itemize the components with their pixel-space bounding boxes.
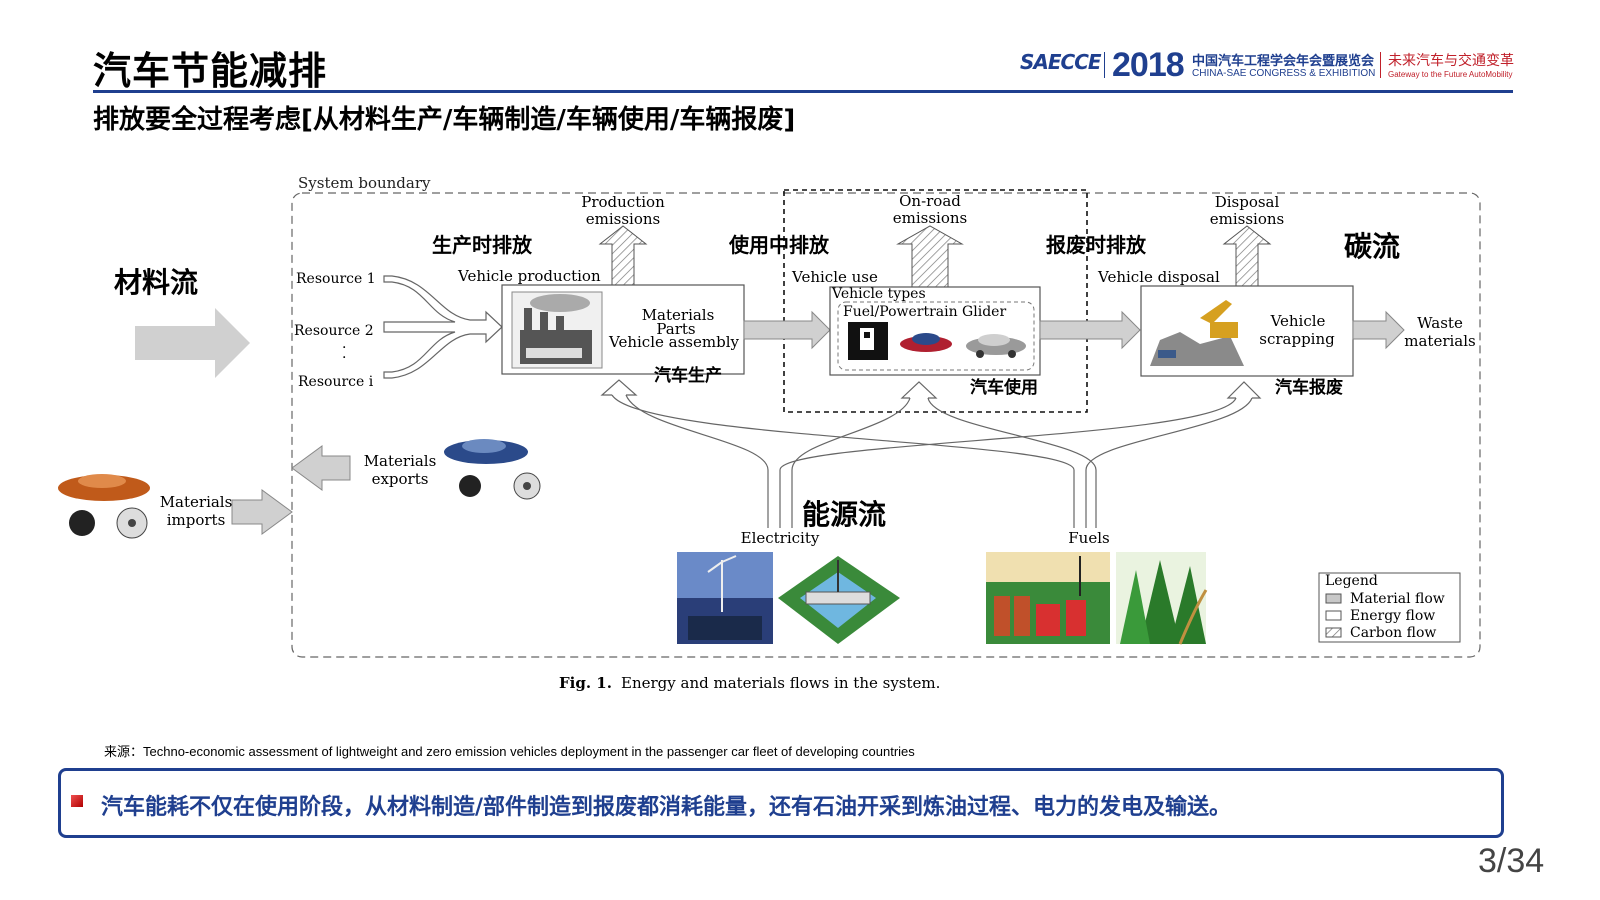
legend-swatch-energy bbox=[1325, 610, 1342, 621]
disposal-emissions-label: Disposal bbox=[1215, 193, 1280, 211]
hydro-power-grid-image bbox=[778, 556, 900, 644]
car-silver-icon bbox=[966, 334, 1026, 358]
fuels-label: Fuels bbox=[1068, 529, 1109, 547]
slide-title: 汽车节能减排 bbox=[93, 49, 328, 93]
summary-callout: 汽车能耗不仅在使用阶段，从材料制造/部件制造到报废都消耗能量，还有石油开采到炼油… bbox=[58, 768, 1504, 838]
bullet-icon bbox=[71, 795, 83, 807]
energy-material-flow-diagram: System boundary Production emissions On-… bbox=[58, 174, 1481, 692]
disposal-line-scrapping: scrapping bbox=[1259, 330, 1335, 348]
logo-separator bbox=[1380, 52, 1381, 78]
logo-name-cn: 中国汽车工程学会年会暨展览会 bbox=[1192, 54, 1375, 69]
vehicle-types-row: Fuel/Powertrain Glider bbox=[843, 304, 1006, 320]
logo-tagline-en: Gateway to the Future AutoMobility bbox=[1388, 70, 1513, 79]
imports-car-wheels-icon bbox=[58, 474, 150, 539]
legend-material-flow: Material flow bbox=[1350, 591, 1445, 607]
vehicle-use-highlight bbox=[783, 189, 1088, 413]
disposal-emission-cn-label: 报废时排放 bbox=[1046, 233, 1147, 257]
use-emission-cn-label: 使用中排放 bbox=[728, 233, 830, 257]
materials-exports-arrow bbox=[291, 445, 351, 491]
production-line-parts: Parts bbox=[656, 320, 695, 338]
scrap-excavator-icon bbox=[1150, 300, 1244, 366]
car-disposal-cn-label: 汽车报废 bbox=[1275, 377, 1343, 398]
title-divider bbox=[93, 90, 1513, 93]
system-boundary-label: System boundary bbox=[298, 174, 431, 192]
legend-box: Legend Material flow Energy flow Carbon … bbox=[1318, 572, 1461, 643]
onroad-emissions-label: On-road bbox=[899, 192, 961, 210]
disposal-line-vehicle: Vehicle bbox=[1270, 312, 1326, 330]
car-use-cn-label: 汽车使用 bbox=[970, 377, 1038, 398]
figure-caption: Energy and materials flows in the system… bbox=[621, 674, 940, 692]
material-flow-big-arrow bbox=[135, 308, 250, 378]
production-emissions-label-2: emissions bbox=[586, 210, 660, 228]
saecce-logo-mark: SAECCE bbox=[1020, 50, 1102, 74]
exports-car-wheels-icon bbox=[444, 439, 541, 500]
material-flow-cn-label: 材料流 bbox=[114, 266, 198, 299]
car-production-cn-label: 汽车生产 bbox=[654, 365, 722, 386]
onroad-emission-arrow bbox=[896, 225, 964, 291]
energy-flow-arrows bbox=[600, 379, 1262, 528]
logo-tagline-cn: 未来汽车与交通变革 bbox=[1388, 53, 1514, 69]
production-line-materials: Materials bbox=[642, 306, 715, 324]
electricity-label: Electricity bbox=[741, 529, 820, 547]
legend-carbon-flow: Carbon flow bbox=[1350, 625, 1436, 641]
summary-callout-text: 汽车能耗不仅在使用阶段，从材料制造/部件制造到报废都消耗能量，还有石油开采到炼油… bbox=[101, 795, 1232, 820]
materials-imports-label: Materials bbox=[160, 493, 233, 511]
vehicle-types-frame bbox=[837, 301, 1035, 371]
car-red-icon bbox=[900, 333, 952, 352]
resource-ellipsis: · bbox=[342, 340, 346, 356]
legend-title: Legend bbox=[1325, 573, 1378, 589]
waste-label-2: materials bbox=[1404, 332, 1475, 350]
resource-1-label: Resource 1 bbox=[296, 271, 376, 287]
resource-ellipsis: · bbox=[342, 350, 346, 366]
logo-separator bbox=[1104, 52, 1105, 78]
carbon-flow-cn-label: 碳流 bbox=[1344, 230, 1400, 263]
materials-exports-label-2: exports bbox=[372, 470, 429, 488]
refinery-image bbox=[986, 552, 1110, 644]
legend-swatch-material bbox=[1325, 593, 1342, 604]
onroad-emissions-label-2: emissions bbox=[893, 209, 967, 227]
materials-imports-arrow bbox=[231, 489, 293, 535]
use-to-disposal-arrow bbox=[1039, 310, 1141, 350]
resource-i-label: Resource i bbox=[298, 374, 374, 390]
materials-imports-label-2: imports bbox=[167, 511, 226, 529]
factory-icon bbox=[511, 291, 603, 369]
production-line-assembly: Vehicle assembly bbox=[608, 333, 739, 351]
system-boundary-frame bbox=[291, 192, 1481, 658]
production-emissions-label: Production bbox=[581, 193, 665, 211]
legend-energy-flow: Energy flow bbox=[1350, 608, 1435, 624]
energy-flow-cn-label: 能源流 bbox=[802, 498, 886, 531]
fuel-pump-icon bbox=[848, 322, 888, 360]
logo-name-en: CHINA-SAE CONGRESS & EXHIBITION bbox=[1192, 68, 1376, 79]
materials-exports-label: Materials bbox=[364, 452, 437, 470]
vehicle-disposal-label: Vehicle disposal bbox=[1097, 268, 1220, 286]
disposal-emission-arrow bbox=[1222, 225, 1272, 291]
production-emission-arrow bbox=[598, 225, 648, 287]
corn-field-image bbox=[1116, 552, 1208, 645]
source-note: 来源：Techno-economic assessment of lightwe… bbox=[104, 744, 915, 759]
waste-arrow bbox=[1352, 310, 1405, 350]
vehicle-production-label: Vehicle production bbox=[457, 267, 601, 285]
production-to-use-arrow bbox=[743, 310, 831, 350]
logo-year: 2018 bbox=[1112, 46, 1185, 84]
conference-logo: SAECCE 2018 中国汽车工程学会年会暨展览会 CHINA-SAE CON… bbox=[1020, 46, 1520, 86]
slide-subtitle: 排放要全过程考虑[从材料生产/车辆制造/车辆使用/车辆报废] bbox=[93, 105, 796, 135]
page-number: 3/34 bbox=[1478, 842, 1545, 880]
resource-2-label: Resource 2 bbox=[294, 323, 374, 339]
vehicle-types-label: Vehicle types bbox=[831, 286, 926, 302]
production-emission-cn-label: 生产时排放 bbox=[432, 233, 533, 257]
waste-label: Waste bbox=[1417, 314, 1463, 332]
resource-converging-arrows bbox=[383, 275, 503, 379]
wind-solar-image bbox=[677, 552, 773, 644]
figure-caption-prefix: Fig. 1. bbox=[559, 674, 612, 692]
vehicle-use-label: Vehicle use bbox=[791, 268, 878, 286]
disposal-emissions-label-2: emissions bbox=[1210, 210, 1284, 228]
legend-swatch-carbon bbox=[1325, 627, 1342, 638]
